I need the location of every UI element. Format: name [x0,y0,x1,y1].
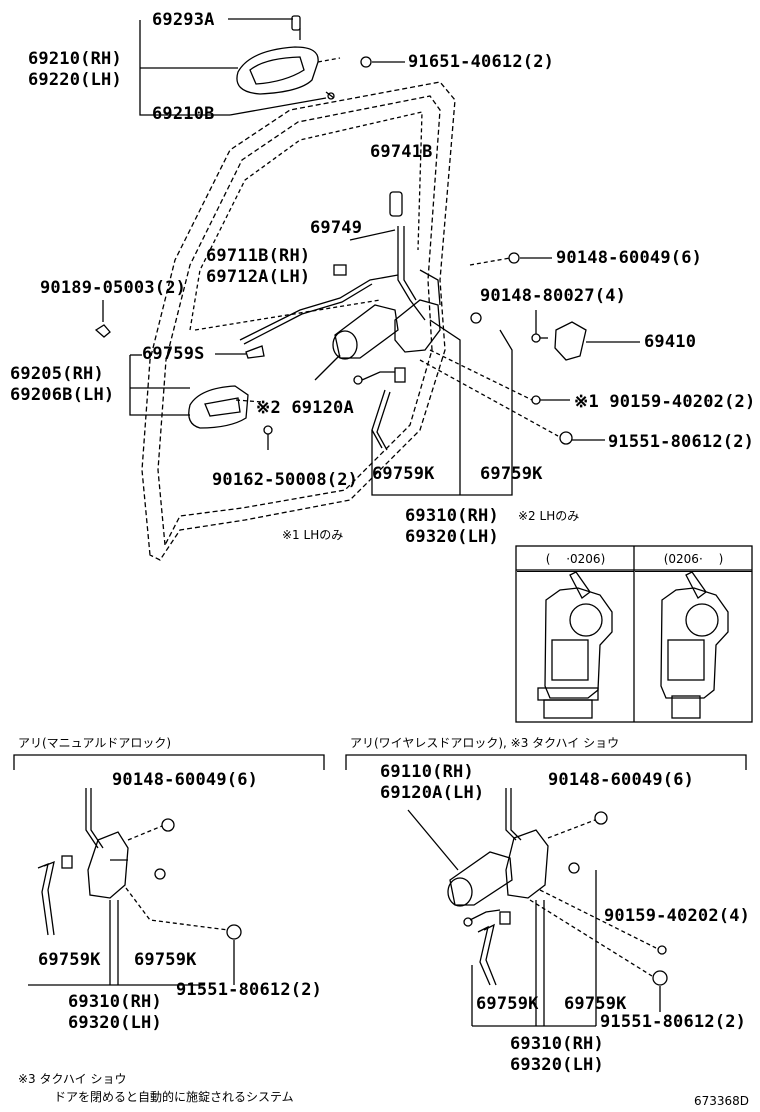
outside-handle-top [236,15,372,100]
label-90148-6b: 90148-60049(6) [112,770,259,790]
label-90159-2: ※1 90159-40202(2) [574,392,756,412]
label-69759K-e: 69759K [476,994,539,1014]
lock-rods [239,191,426,345]
label-69759K-b: 69759K [480,464,543,484]
inside-handle [188,385,263,429]
wireless-lock-assembly [447,788,668,1012]
note-2: ※2 LHのみ [518,509,580,523]
label-69205: 69205(RH) [10,364,104,384]
label-69210RH: 69210(RH) [28,49,122,69]
label-69712A: 69712A(LH) [206,267,311,287]
footnote-line-2: ドアを閉めると自動的に施錠されるシステム [54,1090,294,1104]
label-69120A-note: ※2 69120A [256,398,354,418]
label-91651: 91651-40612(2) [408,52,555,72]
inset-col-2: (0206· ) [635,547,752,572]
label-91551-2b: 91551-80612(2) [176,980,323,1000]
manual-lock-assembly [37,788,242,985]
label-69749: 69749 [310,218,363,238]
inset-col-1: ( ·0206) [517,547,634,572]
label-90159-4: 90159-40202(4) [604,906,751,926]
label-69293A: 69293A [152,10,215,30]
label-91551-2c: 91551-80612(2) [600,1012,747,1032]
label-69320-a: 69320(LH) [405,527,499,547]
inset-box [515,545,753,723]
label-90148-4: 90148-80027(4) [480,286,627,306]
label-69759K-c: 69759K [38,950,101,970]
footnote-line-1: ※3 タクハイ ショウ [18,1072,127,1086]
label-69110: 69110(RH) [380,762,474,782]
label-69310-b: 69310(RH) [68,992,162,1012]
label-69206B: 69206B(LH) [10,385,115,405]
label-69120A: 69120A(LH) [380,783,485,803]
door-outline [141,81,456,561]
label-69320-c: 69320(LH) [510,1055,604,1075]
note-1: ※1 LHのみ [282,528,344,542]
label-69759K-a: 69759K [372,464,435,484]
section-wireless: アリ(ワイヤレスドアロック), ※3 タクハイ ショウ [350,736,620,750]
drawing-reference: 673368D [694,1094,750,1108]
label-69410: 69410 [644,332,697,352]
door-lock-assembly [332,269,441,451]
label-69220LH: 69220(LH) [28,70,122,90]
section-manual: アリ(マニュアルドアロック) [18,736,172,750]
label-69759S: 69759S [142,344,205,364]
label-69310-c: 69310(RH) [510,1034,604,1054]
label-69759K-f: 69759K [564,994,627,1014]
label-90162: 90162-50008(2) [212,470,359,490]
label-69210B: 69210B [152,104,215,124]
label-90148-6c: 90148-60049(6) [548,770,695,790]
label-69741B: 69741B [370,142,433,162]
label-69320-b: 69320(LH) [68,1013,162,1033]
label-91551-2a: 91551-80612(2) [608,432,755,452]
label-69759K-d: 69759K [134,950,197,970]
label-90189: 90189-05003(2) [40,278,187,298]
label-69711B: 69711B(RH) [206,246,311,266]
label-90148-6a: 90148-60049(6) [556,248,703,268]
label-69310-a: 69310(RH) [405,506,499,526]
